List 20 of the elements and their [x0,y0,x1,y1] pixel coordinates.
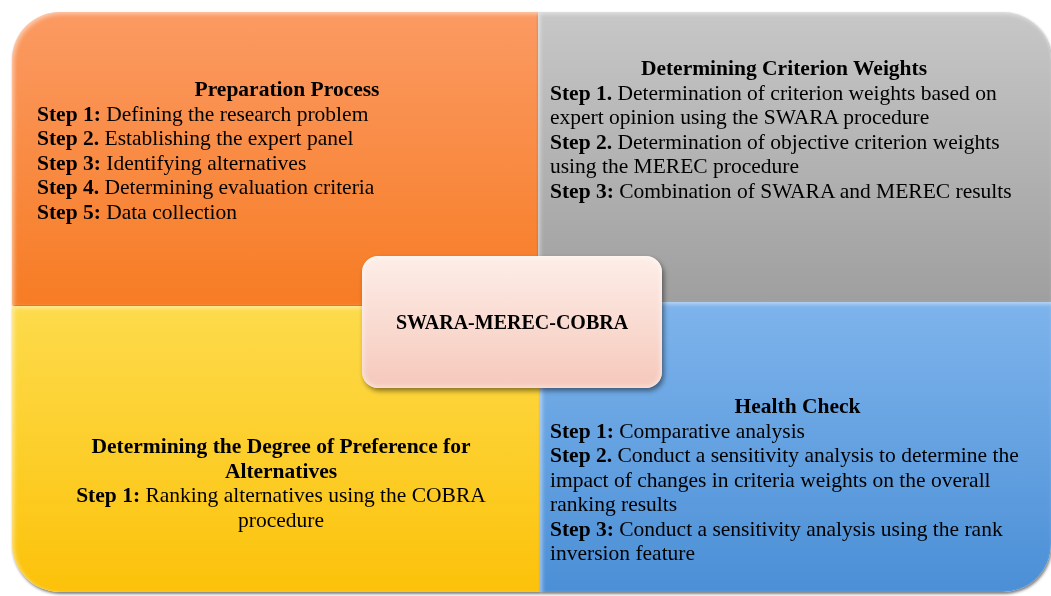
step-text: Step 4. Determining evaluation criteria [37,175,376,200]
hub-box [362,256,662,388]
step-text: Step 1: Comparative analysis [550,418,806,443]
hub-title: SWARA-MEREC-COBRA [395,310,629,334]
quadrant-heading: Determining the Degree of Preference for Alternatives [90,434,472,483]
step-text: Step 1. Determination of criterion weights based on expert opinion using the SWARA procedure [550,80,998,130]
step-text: Step 2. Establishing the expert panel [37,126,355,151]
step-text: Step 1: Defining the research problem [37,101,370,126]
quadrant-heading: Determining Criterion Weights [639,56,929,81]
step-text: Step 2. Determination of objective criterion weights using the MEREC procedure [550,129,1001,179]
step-text: Step 2. Conduct a sensitivity analysis to determine the impact of changes in criteria weights on the overall ranking results [550,443,1020,517]
quadrant-panel [12,12,540,305]
step-text: Step 3: Identifying alternatives [37,150,308,175]
quadrant-heading: Preparation Process [193,77,381,102]
quadrant-panel [538,12,1051,302]
step-text: Step 3: Combination of SWARA and MEREC results [550,178,1013,203]
step-text: Step 3: Conduct a sensitivity analysis using the rank inversion feature [550,516,1004,566]
step-text: Step 1: Ranking alternatives using the COBRA procedure [75,483,487,532]
quadrant-heading: Health Check [733,394,862,419]
step-text: Step 5: Data collection [37,199,238,224]
